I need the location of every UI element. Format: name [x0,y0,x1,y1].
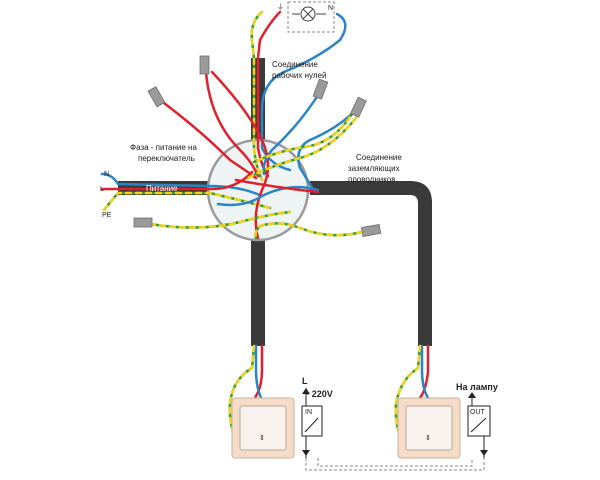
annotations: Соединение рабочих нулей Соединение зазе… [130,60,402,184]
annotation-phase-line-1: Фаза - питание на [130,143,197,152]
switch-right: ⇕ На лампу OUT [397,382,498,459]
switch-left-contact [304,417,319,433]
lamp: ⏚ N [277,1,335,33]
annotation-ground-line-3: проводников [348,175,396,184]
supply-phase-wire [100,170,254,191]
cap-5 [133,217,153,228]
cap-6 [360,224,382,237]
supply-neutral-wire [100,172,264,198]
switch-right-lamp-label: На лампу [456,382,498,392]
annotation-phase-line-2: переключатель [138,154,195,163]
switch-right-down-arrow-head [480,450,488,456]
supply-ground-wire [102,191,272,212]
cable-switch-right [310,181,432,346]
spare-blue-wire-2 [297,108,358,190]
switch-right-glyph: ⇕ [425,434,431,442]
cap-2 [199,55,210,75]
switch-right-body [405,405,453,451]
lamp-ground-symbol: ⏚ [277,3,284,11]
ground-tail-1-stripe [246,116,358,180]
supply-labels: Питание N L PE [100,171,178,219]
cap-4 [350,96,367,118]
spare-red-wire-3 [210,70,270,240]
spare-red-wire-2 [204,70,260,178]
ground-tail-2-stripe [252,98,362,164]
cap-3 [312,78,329,100]
wire-caps [133,55,382,237]
cap-1 [147,86,166,108]
ground-tail-3-stripe [148,210,292,229]
switch-left-phase-label: L [302,376,308,386]
switch-left: ⇕ L ~ 220V IN [231,376,333,459]
supply-l-label: L [100,186,104,193]
switch-left-port-label: IN [305,409,312,416]
lamp-dashed-box [287,1,335,33]
switch-left-glyph: ⇕ [259,434,265,442]
switch-right-port-label: OUT [470,409,486,416]
switch-right-arrow-head [468,392,476,398]
annotation-zero-line-1: Соединение [272,60,318,69]
traveler-line-outer [305,458,485,471]
traveler-lines [305,458,485,471]
lamp-ground-wire-stripe [250,10,264,182]
supply-n-label: N [104,171,109,178]
cable-switch-left [251,238,265,346]
supply-cable-label: Питание [146,184,178,193]
switch-right-port-box [467,405,491,437]
ground-tail-4-stripe [254,222,364,240]
spare-blue-wire-1 [262,90,322,176]
internal-red-wire [234,178,320,194]
supply-pe-label: PE [102,212,112,219]
traveler-line-inner [317,458,473,467]
annotation-ground-line-1: Соединение [356,153,402,162]
switch-left-arrow-head [302,388,310,394]
switch-right-contact [470,417,487,433]
lamp-bulb-cross-2 [302,8,314,20]
switch-left-down-arrow-head [302,450,310,456]
internal-blue-wire [216,185,320,207]
lamp-neutral-label: N [328,5,333,12]
annotation-zero-line-2: рабочих нулей [272,71,326,80]
switch-left-body [239,405,287,451]
spare-red-wire-1 [158,98,258,180]
switch-left-port-box [301,405,323,437]
switch-left-voltage-label: ~ 220V [304,389,333,399]
annotation-ground-line-2: заземляющих [348,164,400,173]
